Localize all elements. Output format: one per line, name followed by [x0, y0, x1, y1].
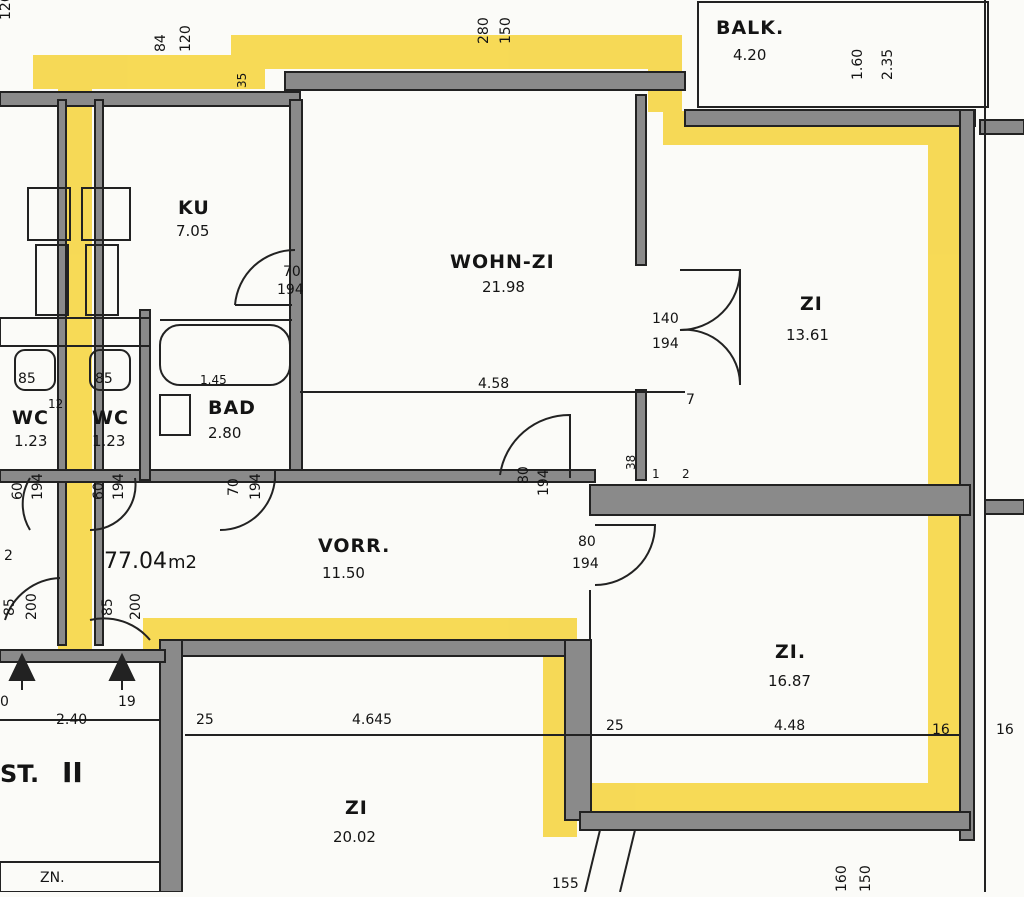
dim-left-2: 2: [4, 548, 13, 564]
dim-top-c: 120: [178, 25, 194, 52]
dim-zn: ZN.: [40, 870, 65, 886]
room-bad-area: 2.80: [208, 424, 241, 442]
dim-zi2-door-h: 194: [572, 556, 599, 572]
room-balk-area: 4.20: [733, 46, 766, 64]
dim-d2: 2: [682, 467, 690, 481]
room-wohn-name: WOHN-ZI: [450, 251, 555, 273]
room-zi2-area: 16.87: [768, 672, 811, 690]
stair-label: ST.: [0, 760, 39, 788]
room-ku-area: 7.05: [176, 222, 209, 240]
room-wc2-area: 1.23: [92, 432, 125, 450]
dim-tick-19: 19: [118, 694, 136, 710]
dim-top-a: 120: [0, 0, 14, 20]
room-zi1-name: ZI: [800, 293, 823, 315]
dim-bot-155: 155: [552, 876, 579, 892]
room-zi1-area: 13.61: [786, 326, 829, 344]
dim-wc-12: 12: [48, 397, 63, 411]
dim-wc1-door: 60: [10, 482, 26, 500]
dim-st-c: 85: [100, 598, 116, 616]
dim-ku-door: 70: [283, 264, 301, 280]
room-vorr-area: 11.50: [322, 564, 365, 582]
dim-bad-145: 1.45: [200, 373, 227, 387]
dim-bad-door-h: 194: [248, 473, 264, 500]
dim-wohn-door-h: 194: [652, 336, 679, 352]
dim-tick-10: 0: [0, 694, 9, 710]
dim-w4645: 4.645: [352, 712, 392, 728]
dim-ku-door-h: 194: [277, 282, 304, 298]
room-balk-name: BALK.: [716, 17, 784, 39]
dim-w16b: 16: [996, 722, 1014, 738]
dim-bot-160: 160: [834, 865, 850, 892]
dim-wohn-door: 140: [652, 311, 679, 327]
dim-d1: 1: [652, 467, 660, 481]
dim-st-a: 85: [2, 598, 18, 616]
dim-zi2-door: 80: [578, 534, 596, 550]
dim-w16a: 16: [932, 722, 950, 738]
dim-st-d: 200: [128, 593, 144, 620]
dim-bot-150: 150: [858, 865, 874, 892]
dim-wc2-door: 60: [91, 482, 107, 500]
dim-top-e: 150: [498, 17, 514, 44]
dim-wc2-door-h: 194: [111, 473, 127, 500]
room-wohn-area: 21.98: [482, 278, 525, 296]
dim-small-35: 35: [235, 73, 249, 88]
dim-vorr-door: 80: [516, 466, 532, 484]
total-area-unit: m2: [168, 552, 197, 573]
dim-vorr-door-h: 194: [536, 469, 552, 496]
room-bad-name: BAD: [208, 397, 256, 419]
dim-width-7: 7: [686, 392, 695, 408]
dim-w25a: 25: [196, 712, 214, 728]
dim-balk-a: 1.60: [850, 49, 866, 80]
thin-lines: [0, 0, 989, 893]
dim-top-d: 280: [476, 17, 492, 44]
room-wc2-name: WC: [92, 407, 129, 429]
dim-wc-b: 85: [95, 371, 113, 387]
highlight-outline: [33, 35, 967, 837]
dim-wc-a: 85: [18, 371, 36, 387]
room-zi3-name: ZI: [345, 797, 368, 819]
dim-d38: 38: [624, 455, 638, 470]
room-wc1-area: 1.23: [14, 432, 47, 450]
dim-w448: 4.48: [774, 718, 805, 734]
room-zi2-name: ZI.: [775, 641, 806, 663]
dim-bad-door: 70: [226, 478, 242, 496]
dim-wohn-width: 4.58: [478, 376, 509, 392]
room-wc1-name: WC: [12, 407, 49, 429]
dim-balk-b: 2.35: [880, 49, 896, 80]
stair-number: II: [62, 756, 83, 789]
dim-w25b: 25: [606, 718, 624, 734]
room-ku-name: KU: [178, 197, 210, 219]
room-vorr-name: VORR.: [318, 535, 390, 557]
walls: [0, 71, 1024, 893]
total-area: 77.04: [104, 549, 167, 574]
room-zi3-area: 20.02: [333, 828, 376, 846]
dim-wc1-door-h: 194: [30, 473, 46, 500]
dim-top-b: 84: [153, 34, 169, 52]
dim-w240: 2.40: [56, 712, 87, 728]
dim-st-b: 200: [24, 593, 40, 620]
